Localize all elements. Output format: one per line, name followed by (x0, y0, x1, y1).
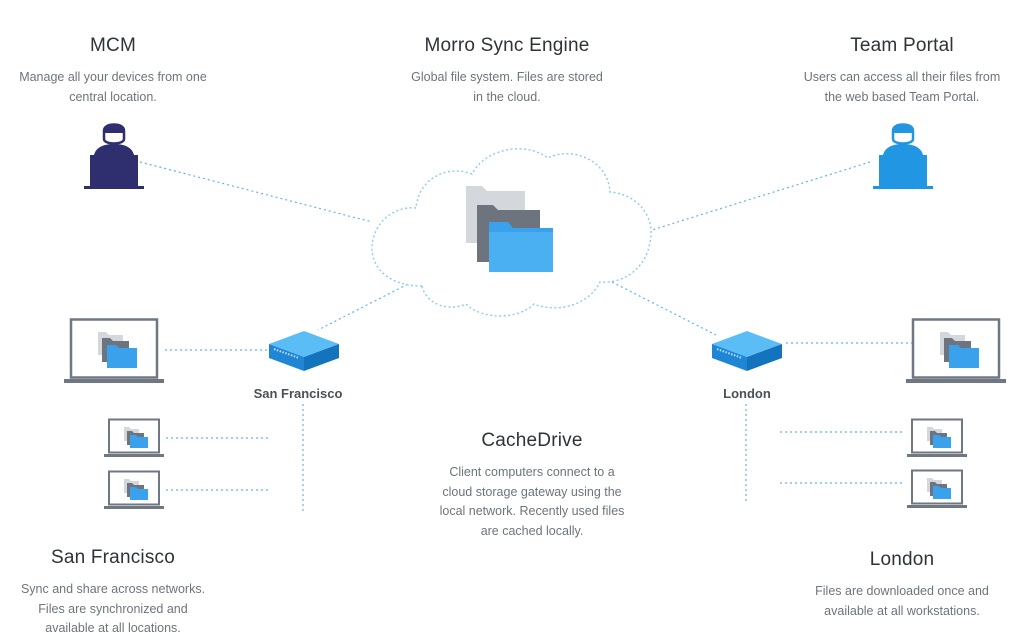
mcm-description: Manage all your devices from one central… (19, 70, 207, 104)
mcm-block: MCM Manage all your devices from one cen… (0, 35, 226, 107)
portal-user-icon (873, 123, 933, 189)
sync-engine-title: Morro Sync Engine (424, 35, 590, 56)
london-client-1-icon (907, 418, 967, 457)
folders-icon (466, 186, 553, 272)
sf-laptop-icon (64, 318, 164, 383)
team-portal-block: Team Portal Users can access all their f… (788, 35, 1016, 107)
team-portal-title: Team Portal (850, 35, 954, 56)
team-portal-description: Users can access all their files from th… (803, 70, 1001, 104)
london-gateway-icon (712, 331, 782, 371)
san-francisco-description: Sync and share across networks. Files ar… (20, 582, 206, 635)
san-francisco-block: San Francisco Sync and share across netw… (0, 547, 226, 639)
mcm-title: MCM (90, 35, 136, 56)
cachedrive-title: CacheDrive (481, 430, 583, 451)
link-portal-cloud (651, 161, 871, 231)
san-francisco-title: San Francisco (50, 547, 176, 568)
sf-client-2-icon (104, 470, 164, 509)
sf-client-1-icon (104, 418, 164, 457)
sync-engine-description: Global file system. Files are stored in … (411, 70, 603, 104)
london-title: London (869, 549, 935, 570)
sf-gateway-label: San Francisco (253, 386, 343, 401)
london-block: London Files are downloaded once and ava… (790, 549, 1014, 621)
link-mcm-cloud (139, 161, 373, 223)
london-laptop-icon (906, 318, 1006, 383)
london-gateway-label: London (723, 386, 771, 401)
cloud-icon (371, 148, 652, 317)
sync-engine-block: Morro Sync Engine Global file system. Fi… (384, 35, 630, 107)
cachedrive-description: Client computers connect to a cloud stor… (439, 465, 625, 538)
admin-user-icon (84, 123, 144, 189)
sf-gateway-icon (269, 331, 339, 371)
london-description: Files are downloaded once and available … (815, 584, 989, 618)
cachedrive-block: CacheDrive Client computers connect to a… (417, 430, 647, 541)
london-client-2-icon (907, 469, 967, 508)
